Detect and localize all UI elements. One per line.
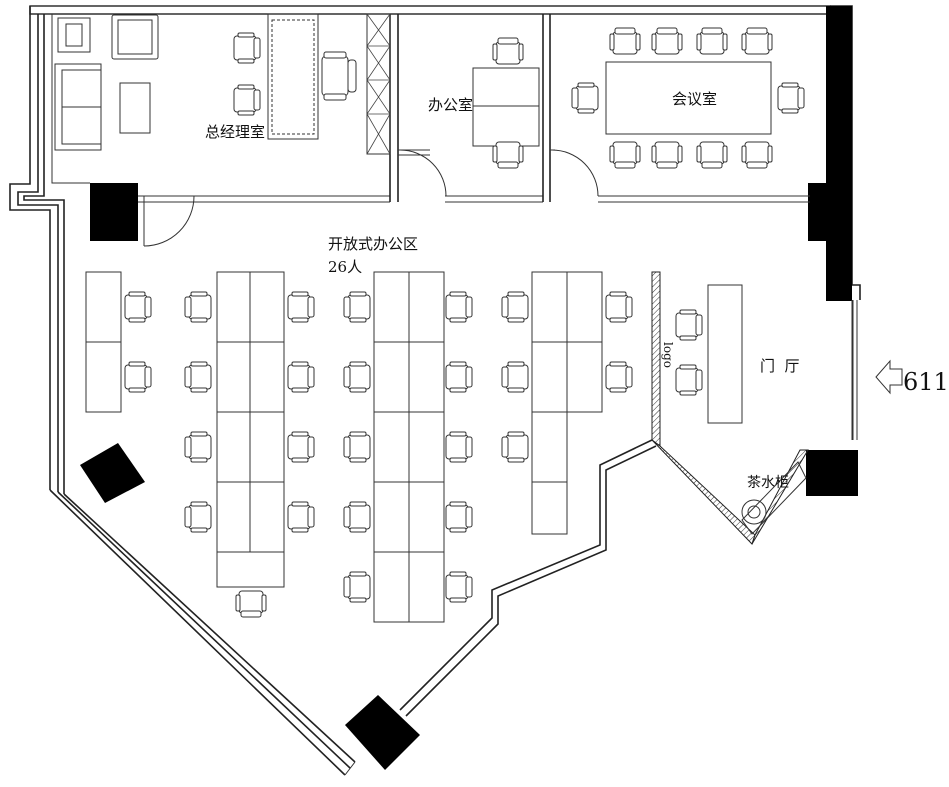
label-office: 办公室 (428, 96, 473, 114)
label-logo-wall: logo (661, 342, 675, 368)
label-entrance-number: 611 (903, 368, 949, 396)
structural-columns (80, 6, 858, 770)
label-meeting-room: 会议室 (672, 90, 717, 108)
label-open-office: 开放式办公区 (328, 235, 418, 253)
lobby-furniture (676, 284, 807, 535)
label-tea-cabinet: 茶水柜 (747, 475, 789, 491)
label-gm-office: 总经理室 (205, 123, 265, 141)
interior-walls (51, 13, 810, 717)
open-office-desks (85, 271, 603, 623)
outer-walls (9, 5, 861, 776)
doors (143, 149, 853, 440)
label-open-office-capacity: 26人 (328, 258, 362, 276)
entrance-arrow-icon (875, 359, 903, 395)
label-lobby: 门 厅 (760, 357, 800, 375)
gm-office-furniture (54, 13, 357, 151)
office-furniture (472, 38, 540, 169)
meeting-room-furniture (572, 28, 804, 169)
